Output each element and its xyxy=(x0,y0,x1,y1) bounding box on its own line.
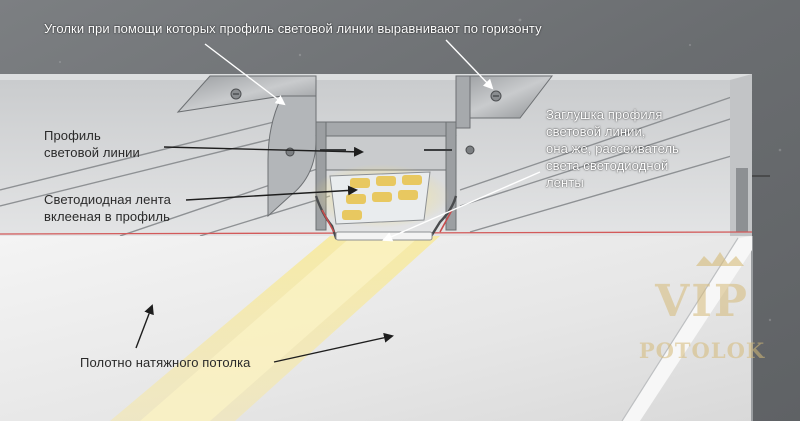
label-brackets: Уголки при помощи которых профиль светов… xyxy=(44,21,542,36)
label-profile: Профиль световой линии xyxy=(44,128,140,160)
logo-text-potolok: POTOLOK xyxy=(638,338,766,363)
wall-profile xyxy=(736,168,748,232)
logo-text-vip: VIP xyxy=(655,276,749,327)
recess-perspective-lines xyxy=(0,89,753,237)
wall-light-line-edge xyxy=(621,237,739,421)
vip-potolok-logo: VIP POTOLOK xyxy=(639,262,764,402)
light-line-core xyxy=(140,236,420,421)
slab-edge xyxy=(0,74,752,80)
logo-crown xyxy=(696,252,744,266)
arrow-brackets-right xyxy=(445,39,494,90)
wall-light-line xyxy=(622,236,752,421)
right-bracket xyxy=(455,75,554,129)
label-canvas: Полотно натяжного потолка xyxy=(80,355,251,370)
label-led-strip: Светодиодная лента вклееная в профиль xyxy=(44,192,171,224)
arrow-brackets-left xyxy=(204,43,286,106)
arrow-canvas-right xyxy=(273,332,394,363)
arrow-canvas-left xyxy=(135,304,154,349)
led-strip xyxy=(329,171,431,225)
arrow-led-strip xyxy=(185,185,358,201)
arrow-profile xyxy=(163,146,364,157)
light-line-profile xyxy=(285,121,475,231)
label-diffuser: Заглушка профиля световой линии, она же,… xyxy=(546,107,680,190)
concrete-texture xyxy=(59,18,782,322)
arrow-diffuser xyxy=(382,171,541,242)
